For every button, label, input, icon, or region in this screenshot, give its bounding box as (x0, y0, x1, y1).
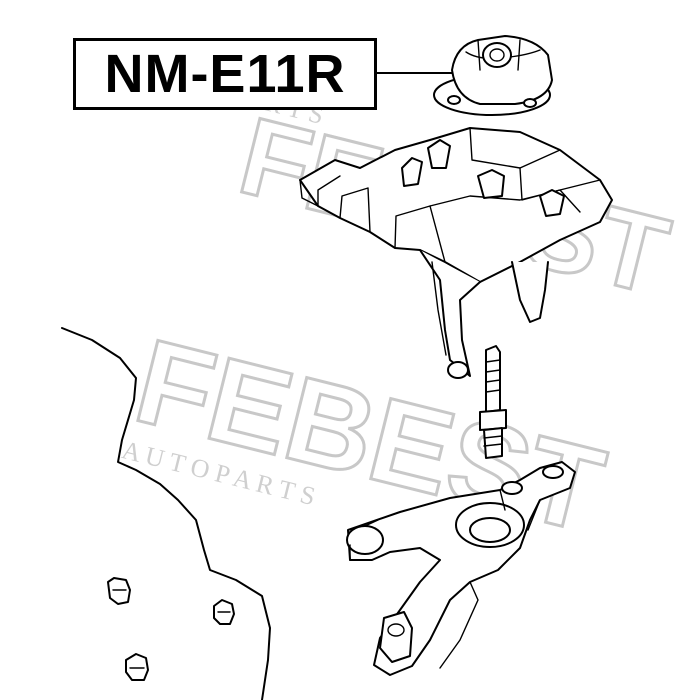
body-panel-outline (61, 327, 271, 700)
lower-mount-arm (346, 461, 576, 676)
stud-bolt (479, 345, 507, 459)
part-number-label: NM-E11R (73, 38, 377, 110)
engine-mount-part (433, 35, 553, 116)
mounting-bracket (299, 127, 613, 379)
